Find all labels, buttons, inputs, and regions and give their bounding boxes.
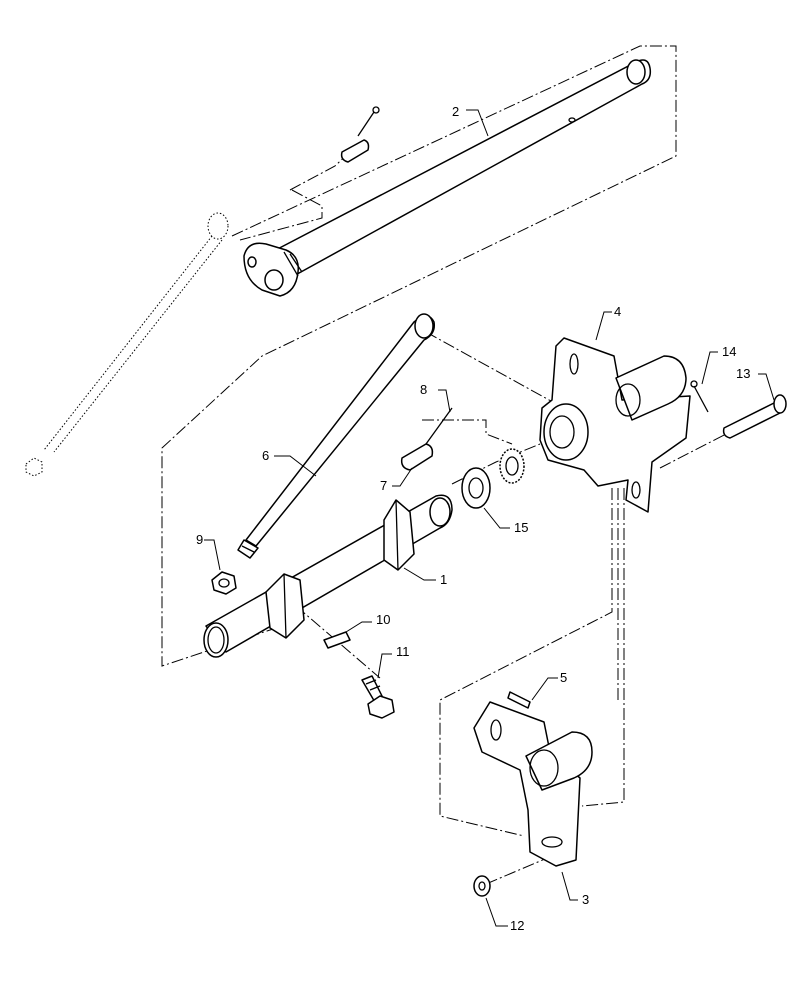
callout-labels: 2 4 14 13 8 6 7 15 9 1 10 11 5 3 12 — [196, 104, 750, 933]
callout-13: 13 — [736, 366, 750, 381]
callout-5: 5 — [560, 670, 567, 685]
part-2-shaft — [243, 59, 652, 297]
callout-15: 15 — [514, 520, 528, 535]
part-13-clevis-pin — [722, 394, 787, 439]
part-3-arm — [473, 701, 593, 867]
callout-10: 10 — [376, 612, 390, 627]
part-4-bracket — [539, 337, 691, 513]
part-10-lock-washer — [323, 631, 351, 649]
part-12-washer — [473, 875, 491, 897]
callout-7: 7 — [380, 478, 387, 493]
dotted-tie-rod — [25, 212, 229, 477]
part-6-rod — [237, 313, 436, 559]
part-14-cotter-pin — [690, 380, 709, 413]
part-11-bolt — [361, 675, 395, 719]
part-5-spring-pin — [507, 691, 531, 709]
callout-14: 14 — [722, 344, 736, 359]
callout-9: 9 — [196, 532, 203, 547]
callout-12: 12 — [510, 918, 524, 933]
part-1-tube — [203, 494, 453, 658]
callout-11: 11 — [396, 644, 410, 659]
callout-3: 3 — [582, 892, 589, 907]
part-15-washer — [461, 448, 525, 509]
callout-8: 8 — [420, 382, 427, 397]
callout-1: 1 — [440, 572, 447, 587]
part-9-nut — [211, 571, 237, 595]
callout-6: 6 — [262, 448, 269, 463]
clip-pin — [340, 106, 380, 163]
callout-2: 2 — [452, 104, 459, 119]
callout-leaders — [204, 109, 775, 927]
part-7-pin — [400, 407, 453, 471]
callout-4: 4 — [614, 304, 621, 319]
